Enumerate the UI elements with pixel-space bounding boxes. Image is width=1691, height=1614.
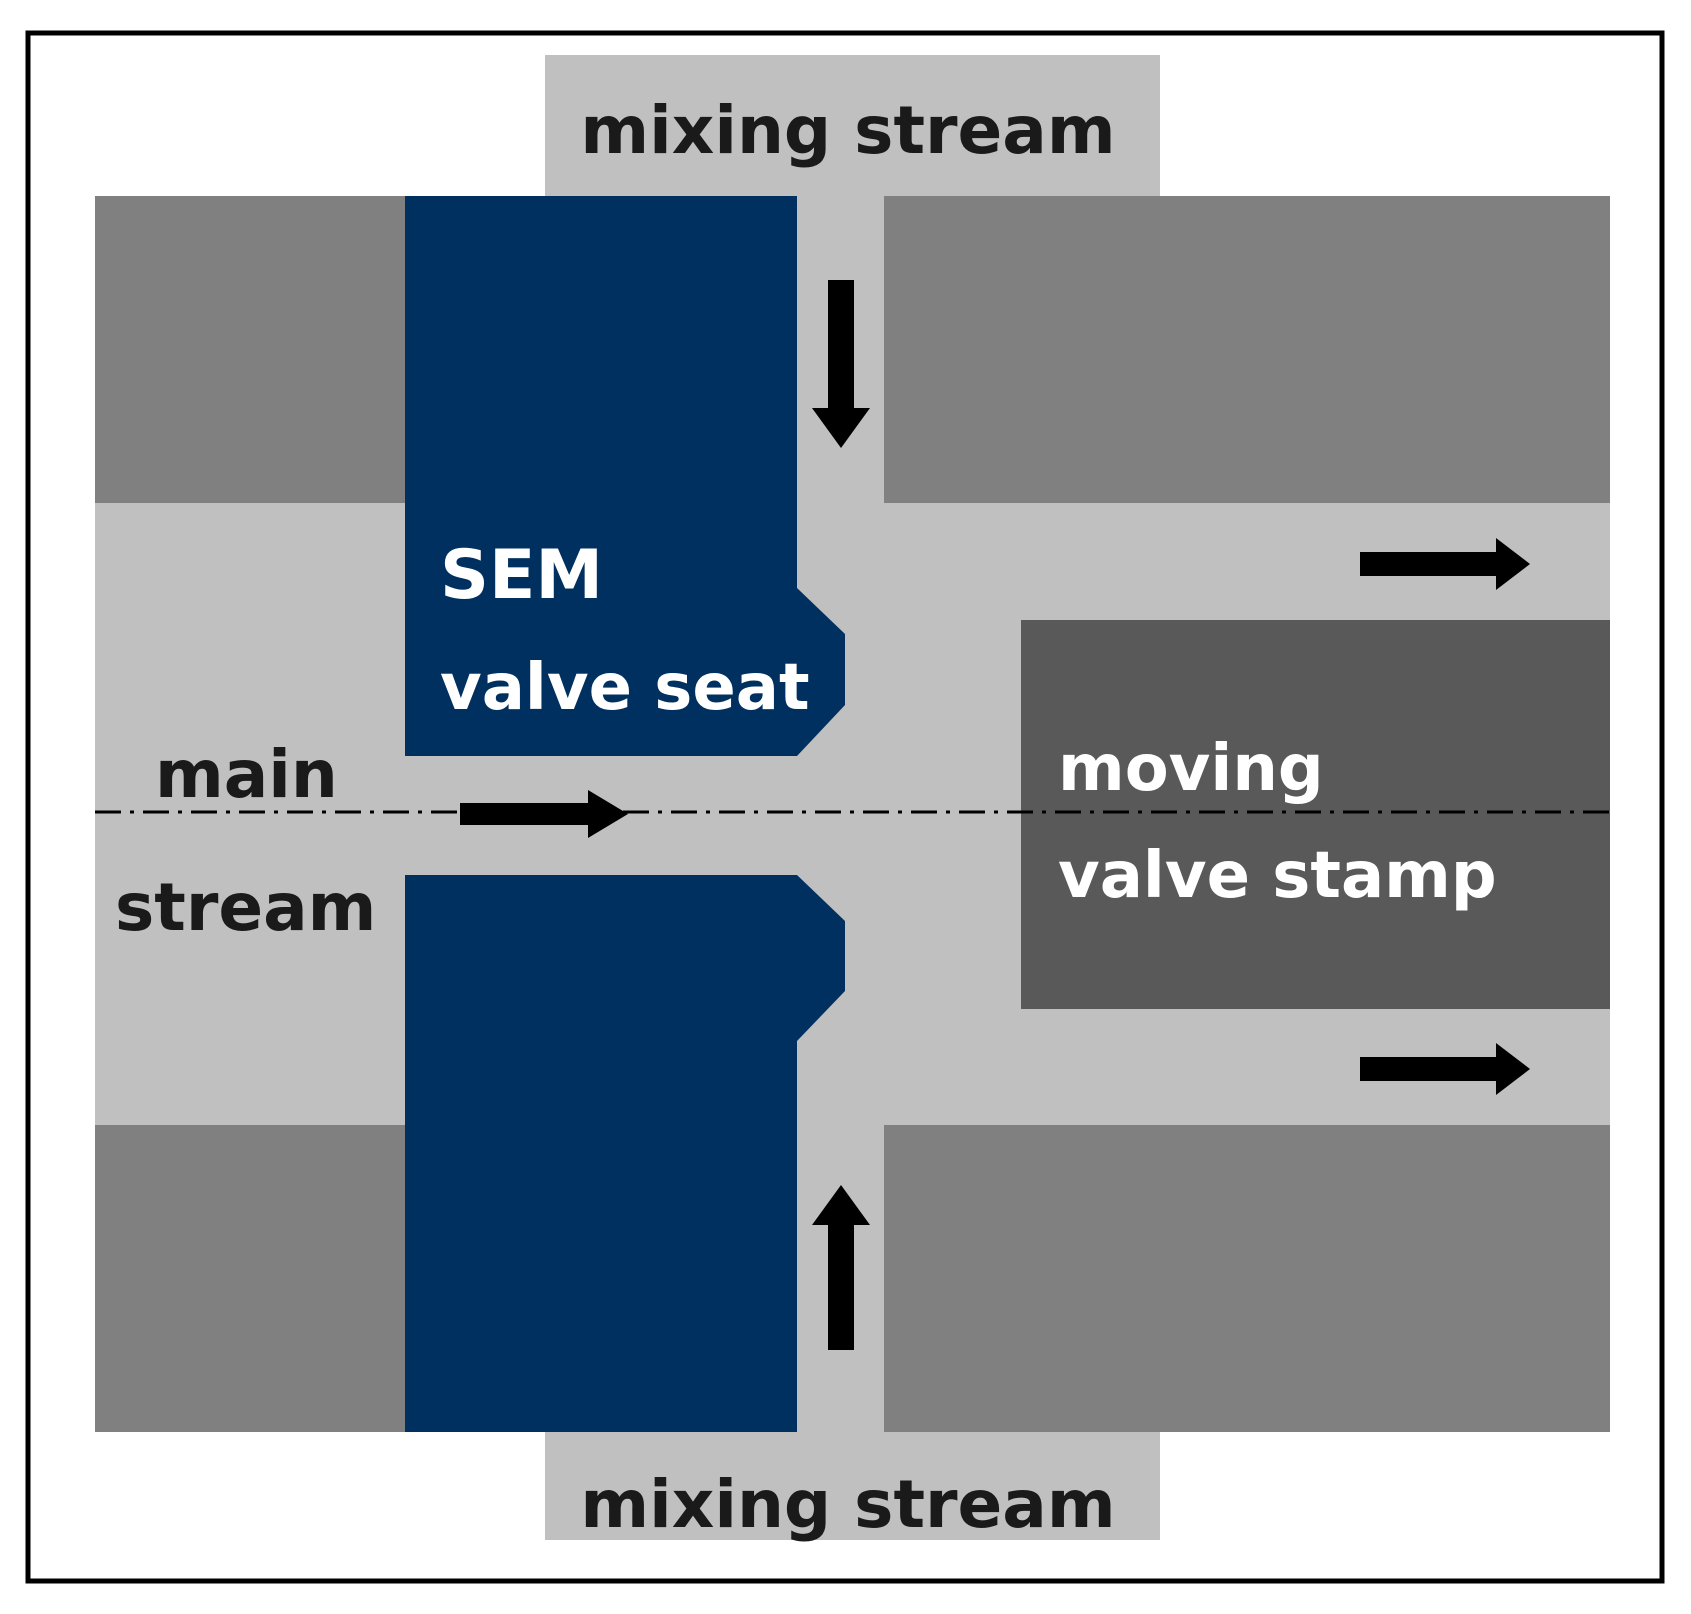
arrow-icon-main-inflow <box>460 790 628 838</box>
arrow-icon-outflow-top <box>1360 538 1530 590</box>
valve-seat-label-line1: SEM <box>440 536 603 615</box>
mixing-inlet-bottom <box>545 1430 1160 1540</box>
arrow-icon-mixing-down <box>812 280 870 448</box>
valve-stamp <box>1021 620 1610 1009</box>
main-stream-label-line1: main <box>155 736 338 813</box>
valve-seat-top <box>405 196 845 756</box>
housing-bottom-left <box>95 1125 405 1432</box>
mixing-stream-bottom-label: mixing stream <box>580 1466 1115 1543</box>
valve-seat-label-line2: valve seat <box>440 651 810 725</box>
main-stream-label-line2: stream <box>115 869 376 946</box>
housing-top-right <box>884 196 1610 503</box>
valve-stamp-label-line1: moving <box>1058 732 1324 806</box>
valve-stamp-label-line2: valve stamp <box>1058 839 1497 913</box>
housing-top-left <box>95 196 405 503</box>
valve-seat-bottom <box>405 875 845 1432</box>
housing-bottom-right <box>884 1125 1610 1432</box>
arrow-icon-outflow-bottom <box>1360 1043 1530 1095</box>
mixing-inlet-top <box>545 55 1160 200</box>
mixing-stream-top-label: mixing stream <box>580 92 1115 169</box>
arrow-icon-mixing-up <box>812 1185 870 1350</box>
